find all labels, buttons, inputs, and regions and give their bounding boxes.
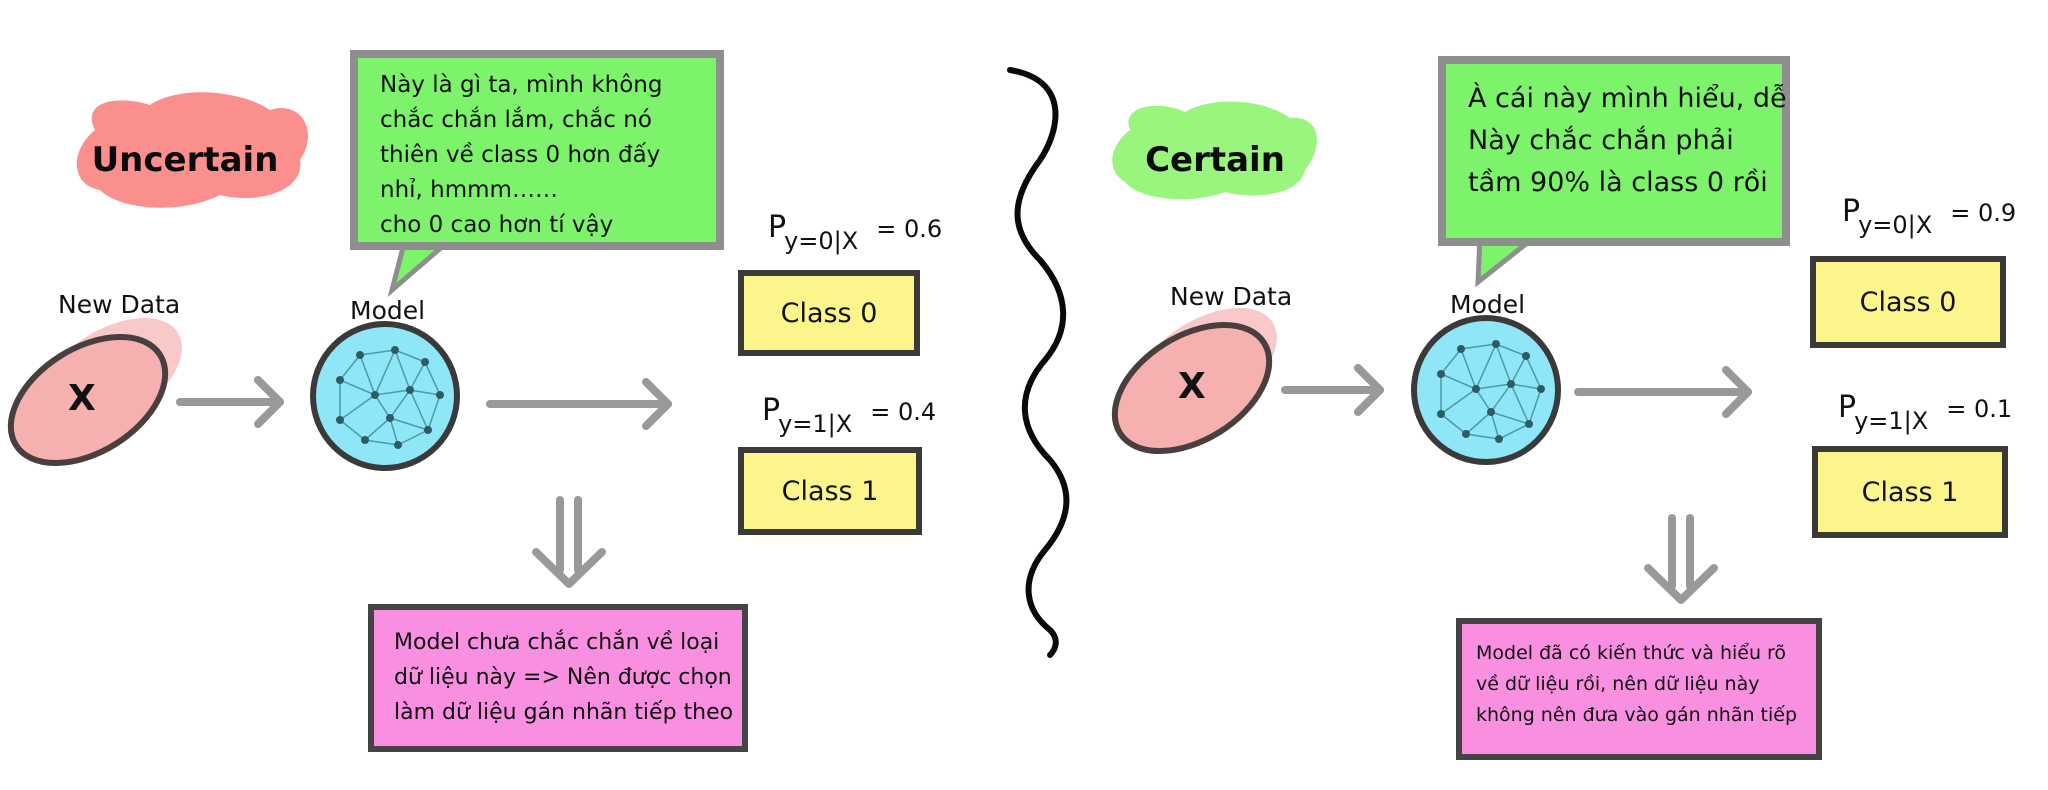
left-class0-box: Class 0 xyxy=(738,270,920,356)
right-model-label: Model xyxy=(1450,290,1526,319)
left-note-line-1: Model chưa chắc chắn về loại xyxy=(394,630,720,655)
right-bubble-line-1: À cái này mình hiểu, dễ xyxy=(1468,83,1787,114)
left-prob0-value: = 0.6 xyxy=(876,215,943,243)
right-bubble-line-3: tầm 90% là class 0 rồi xyxy=(1468,167,1768,198)
right-arrow-model-to-classes xyxy=(1574,366,1752,418)
right-speech-bubble: À cái này mình hiểu, dễ Này chắc chắn ph… xyxy=(1438,56,1790,246)
left-note-box: Model chưa chắc chắn về loại dữ liệu này… xyxy=(368,604,748,752)
right-note-box: Model đã có kiến thức và hiểu rõ về dữ l… xyxy=(1456,618,1822,760)
right-prob0-value: = 0.9 xyxy=(1950,199,2017,227)
right-data-ellipse xyxy=(1111,321,1273,455)
left-model-label: Model xyxy=(350,296,426,325)
left-prob1-value: = 0.4 xyxy=(870,398,937,426)
right-prob0-p: P xyxy=(1842,194,1861,229)
right-prob1-value: = 0.1 xyxy=(1946,395,2013,423)
right-prob-class1: Py=1|X = 0.1 xyxy=(1838,390,2013,435)
right-data-symbol: X xyxy=(1178,366,1206,407)
left-double-down-arrow-icon xyxy=(532,496,606,588)
left-note-line-2: dữ liệu này => Nên được chọn xyxy=(394,665,732,690)
left-prob1-p: P xyxy=(762,393,781,428)
left-data-symbol: X xyxy=(68,378,96,419)
left-arrow-data-to-model xyxy=(176,376,284,428)
certain-tag: Certain xyxy=(1145,140,1285,180)
right-note-line-1: Model đã có kiến thức và hiểu rõ xyxy=(1476,642,1787,664)
right-prob0-sub: y=0|X xyxy=(1858,211,1933,239)
left-model-neural-network-icon xyxy=(310,321,460,471)
left-note-line-3: làm dữ liệu gán nhãn tiếp theo xyxy=(394,700,734,725)
right-new-data-label: New Data xyxy=(1170,282,1293,311)
right-double-down-arrow-icon xyxy=(1644,514,1718,604)
uncertain-tag-blob xyxy=(76,92,309,208)
right-prob1-sub: y=1|X xyxy=(1854,407,1929,435)
right-prob-class0: Py=0|X = 0.9 xyxy=(1842,194,2017,239)
left-bubble-line-2: chắc chắn lắm, chắc nó xyxy=(380,107,652,133)
right-note-line-2: về dữ liệu rồi, nên dữ liệu này xyxy=(1476,673,1760,695)
right-arrow-data-to-model xyxy=(1281,364,1384,416)
left-bubble-line-5: cho 0 cao hơn tí vậy xyxy=(380,212,614,238)
wavy-divider xyxy=(1007,67,1070,658)
left-speech-bubble: Này là gì ta, mình không chắc chắn lắm, … xyxy=(350,50,724,250)
certain-tag-blob xyxy=(1112,101,1317,200)
uncertain-tag: Uncertain xyxy=(91,140,279,180)
left-bubble-line-3: thiên về class 0 hơn đấy xyxy=(380,142,661,168)
left-class1-box: Class 1 xyxy=(738,447,922,535)
right-bubble-line-2: Này chắc chắn phải xyxy=(1468,125,1734,156)
right-model-neural-network-icon xyxy=(1411,315,1561,465)
right-prob1-p: P xyxy=(1838,390,1857,425)
left-prob-class1: Py=1|X = 0.4 xyxy=(762,393,937,438)
left-bubble-line-1: Này là gì ta, mình không xyxy=(380,72,663,98)
left-bubble-line-4: nhỉ, hmmm…… xyxy=(380,177,558,203)
left-prob1-sub: y=1|X xyxy=(778,410,853,438)
left-prob0-sub: y=0|X xyxy=(784,227,859,255)
right-note-line-3: không nên đưa vào gán nhãn tiếp xyxy=(1476,704,1798,726)
right-class0-box: Class 0 xyxy=(1810,256,2006,348)
left-prob-class0: Py=0|X = 0.6 xyxy=(768,210,943,255)
right-class1-box: Class 1 xyxy=(1812,446,2008,538)
left-arrow-model-to-classes xyxy=(486,378,672,430)
left-data-ellipse xyxy=(7,333,169,467)
left-prob0-p: P xyxy=(768,210,787,245)
left-new-data-label: New Data xyxy=(58,290,181,319)
